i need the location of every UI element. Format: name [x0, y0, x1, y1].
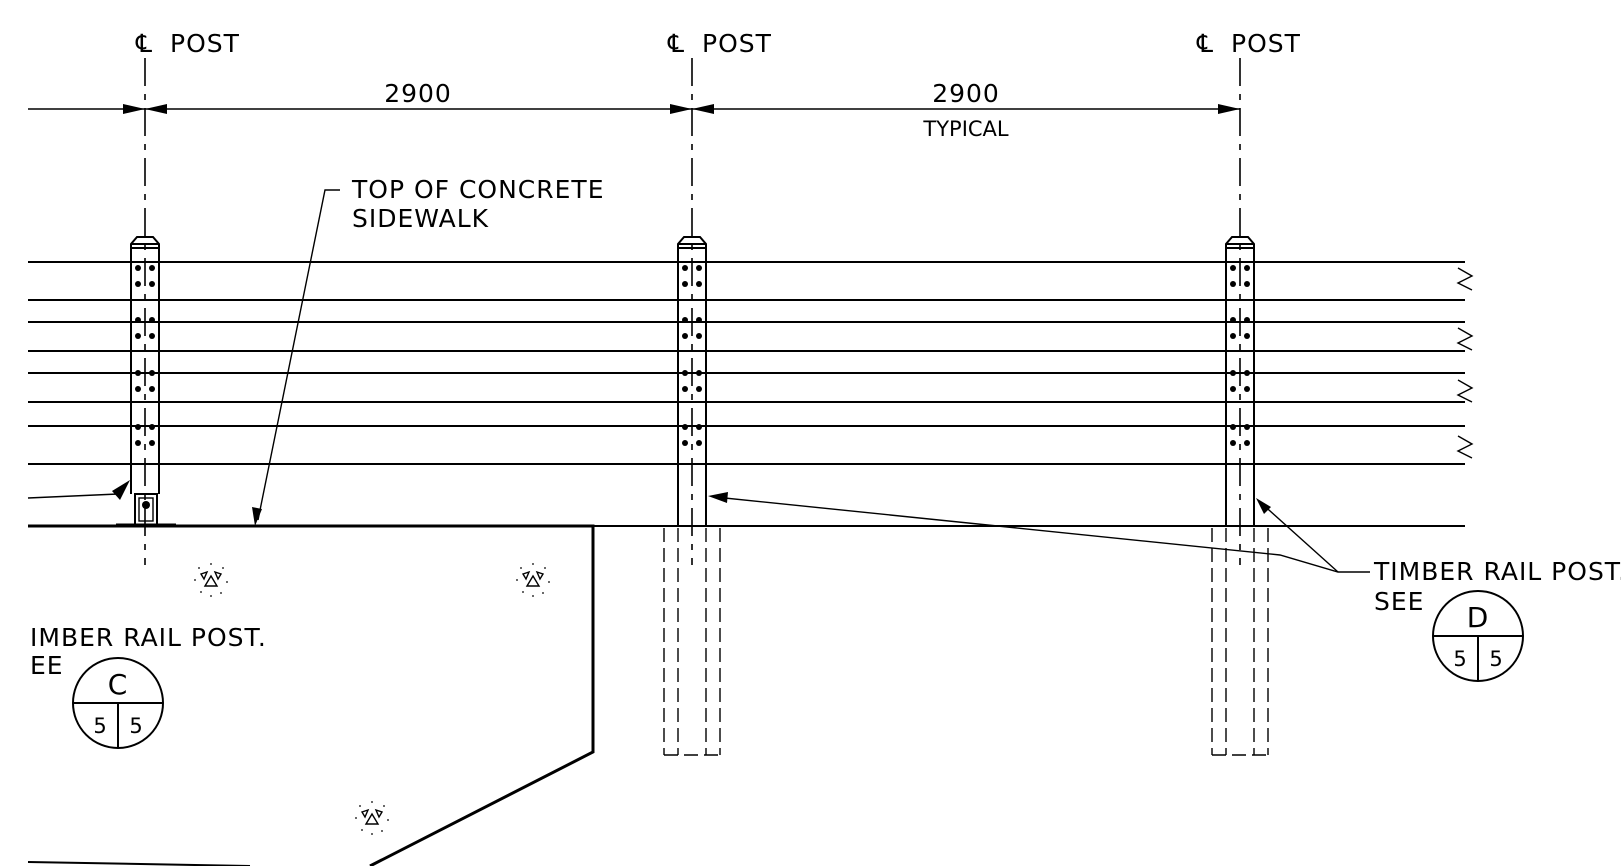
- bolt: [1230, 370, 1236, 376]
- bolt: [1230, 333, 1236, 339]
- centerline-post-label: POST: [702, 29, 772, 58]
- concrete-sidewalk: [27, 524, 595, 866]
- bolt: [682, 333, 688, 339]
- rail-post: [130, 236, 160, 494]
- centerline-label-1: ℄ POST: [135, 29, 240, 58]
- bolt: [135, 424, 141, 430]
- sidewalk-callout-line1: TOP OF CONCRETE: [351, 175, 605, 204]
- bolt: [1244, 440, 1250, 446]
- bolt: [135, 281, 141, 287]
- bolt: [1230, 386, 1236, 392]
- rail-post: [663, 236, 721, 756]
- centerline-symbol: ℄: [667, 29, 685, 58]
- left-post-callout-line2: EE: [30, 651, 64, 680]
- right-post-callout-line2: SEE: [1374, 587, 1424, 616]
- anchor-plate: [116, 493, 176, 527]
- sidewalk-callout-line2: SIDEWALK: [352, 204, 489, 233]
- left-post-leader: [27, 480, 130, 500]
- bolt: [682, 281, 688, 287]
- bolt: [149, 317, 155, 323]
- bolt: [149, 370, 155, 376]
- left-post-callout-line1: IMBER RAIL POST.: [30, 623, 267, 652]
- centerline-symbol: ℄: [1196, 29, 1214, 58]
- bolt: [149, 386, 155, 392]
- bolt: [696, 424, 702, 430]
- centerline-label-2: ℄ POST: [667, 29, 772, 58]
- bolt: [1230, 424, 1236, 430]
- detail-marker-sheet-right: 5: [129, 714, 142, 738]
- break-symbols: [1456, 267, 1474, 459]
- bolt: [149, 424, 155, 430]
- bolt: [696, 265, 702, 271]
- centerline-post-label: POST: [1231, 29, 1301, 58]
- bolt: [135, 265, 141, 271]
- bolt: [149, 333, 155, 339]
- bolt: [682, 424, 688, 430]
- bolt: [135, 370, 141, 376]
- detail-marker-c: C 5 5: [72, 657, 164, 749]
- bolt: [1244, 386, 1250, 392]
- bolt: [1244, 370, 1250, 376]
- bolt: [135, 317, 141, 323]
- left-post-callout: IMBER RAIL POST. EE: [30, 623, 267, 680]
- bolt: [135, 333, 141, 339]
- bolt: [696, 370, 702, 376]
- rail-posts: [130, 236, 1269, 756]
- bolt: [135, 440, 141, 446]
- bolt: [696, 281, 702, 287]
- detail-marker-d: D 5 5: [1432, 590, 1524, 682]
- bolt: [149, 440, 155, 446]
- bolt: [1244, 333, 1250, 339]
- bolt: [682, 440, 688, 446]
- bolt: [1230, 265, 1236, 271]
- rail-post: [1211, 236, 1269, 756]
- bolt: [682, 317, 688, 323]
- detail-marker-sheet-left: 5: [1453, 647, 1466, 671]
- bolt: [1230, 317, 1236, 323]
- bolt: [682, 265, 688, 271]
- bolt: [696, 440, 702, 446]
- centerline-label-3: ℄ POST: [1196, 29, 1301, 58]
- bolt: [1244, 281, 1250, 287]
- right-post-callout: TIMBER RAIL POST. SEE: [708, 492, 1621, 616]
- timber-rails: [28, 261, 1465, 527]
- detail-marker-sheet-left: 5: [93, 714, 106, 738]
- detail-marker-letter: C: [108, 668, 129, 701]
- bolt: [135, 386, 141, 392]
- centerline-symbol: ℄: [135, 29, 153, 58]
- bolt: [1244, 265, 1250, 271]
- bolt: [682, 386, 688, 392]
- dimension-value-1: 2900: [384, 79, 452, 108]
- bolt: [1230, 440, 1236, 446]
- detail-marker-sheet-right: 5: [1489, 647, 1502, 671]
- bolt: [1244, 424, 1250, 430]
- concrete-stipple: [194, 563, 550, 835]
- bolt: [149, 281, 155, 287]
- bolt: [696, 317, 702, 323]
- sidewalk-callout: TOP OF CONCRETE SIDEWALK: [252, 175, 605, 526]
- centerline-post-label: POST: [170, 29, 240, 58]
- detail-marker-letter: D: [1467, 601, 1490, 634]
- dimension-note-typical: TYPICAL: [922, 117, 1009, 141]
- bolt: [149, 265, 155, 271]
- right-post-callout-line1: TIMBER RAIL POST.: [1373, 557, 1621, 586]
- dimension-line: 2900 2900 TYPICAL: [28, 79, 1240, 141]
- bolt: [696, 333, 702, 339]
- bolt: [1230, 281, 1236, 287]
- bolt: [696, 386, 702, 392]
- bolt: [1244, 317, 1250, 323]
- bolt: [682, 370, 688, 376]
- dimension-value-2: 2900: [932, 79, 1000, 108]
